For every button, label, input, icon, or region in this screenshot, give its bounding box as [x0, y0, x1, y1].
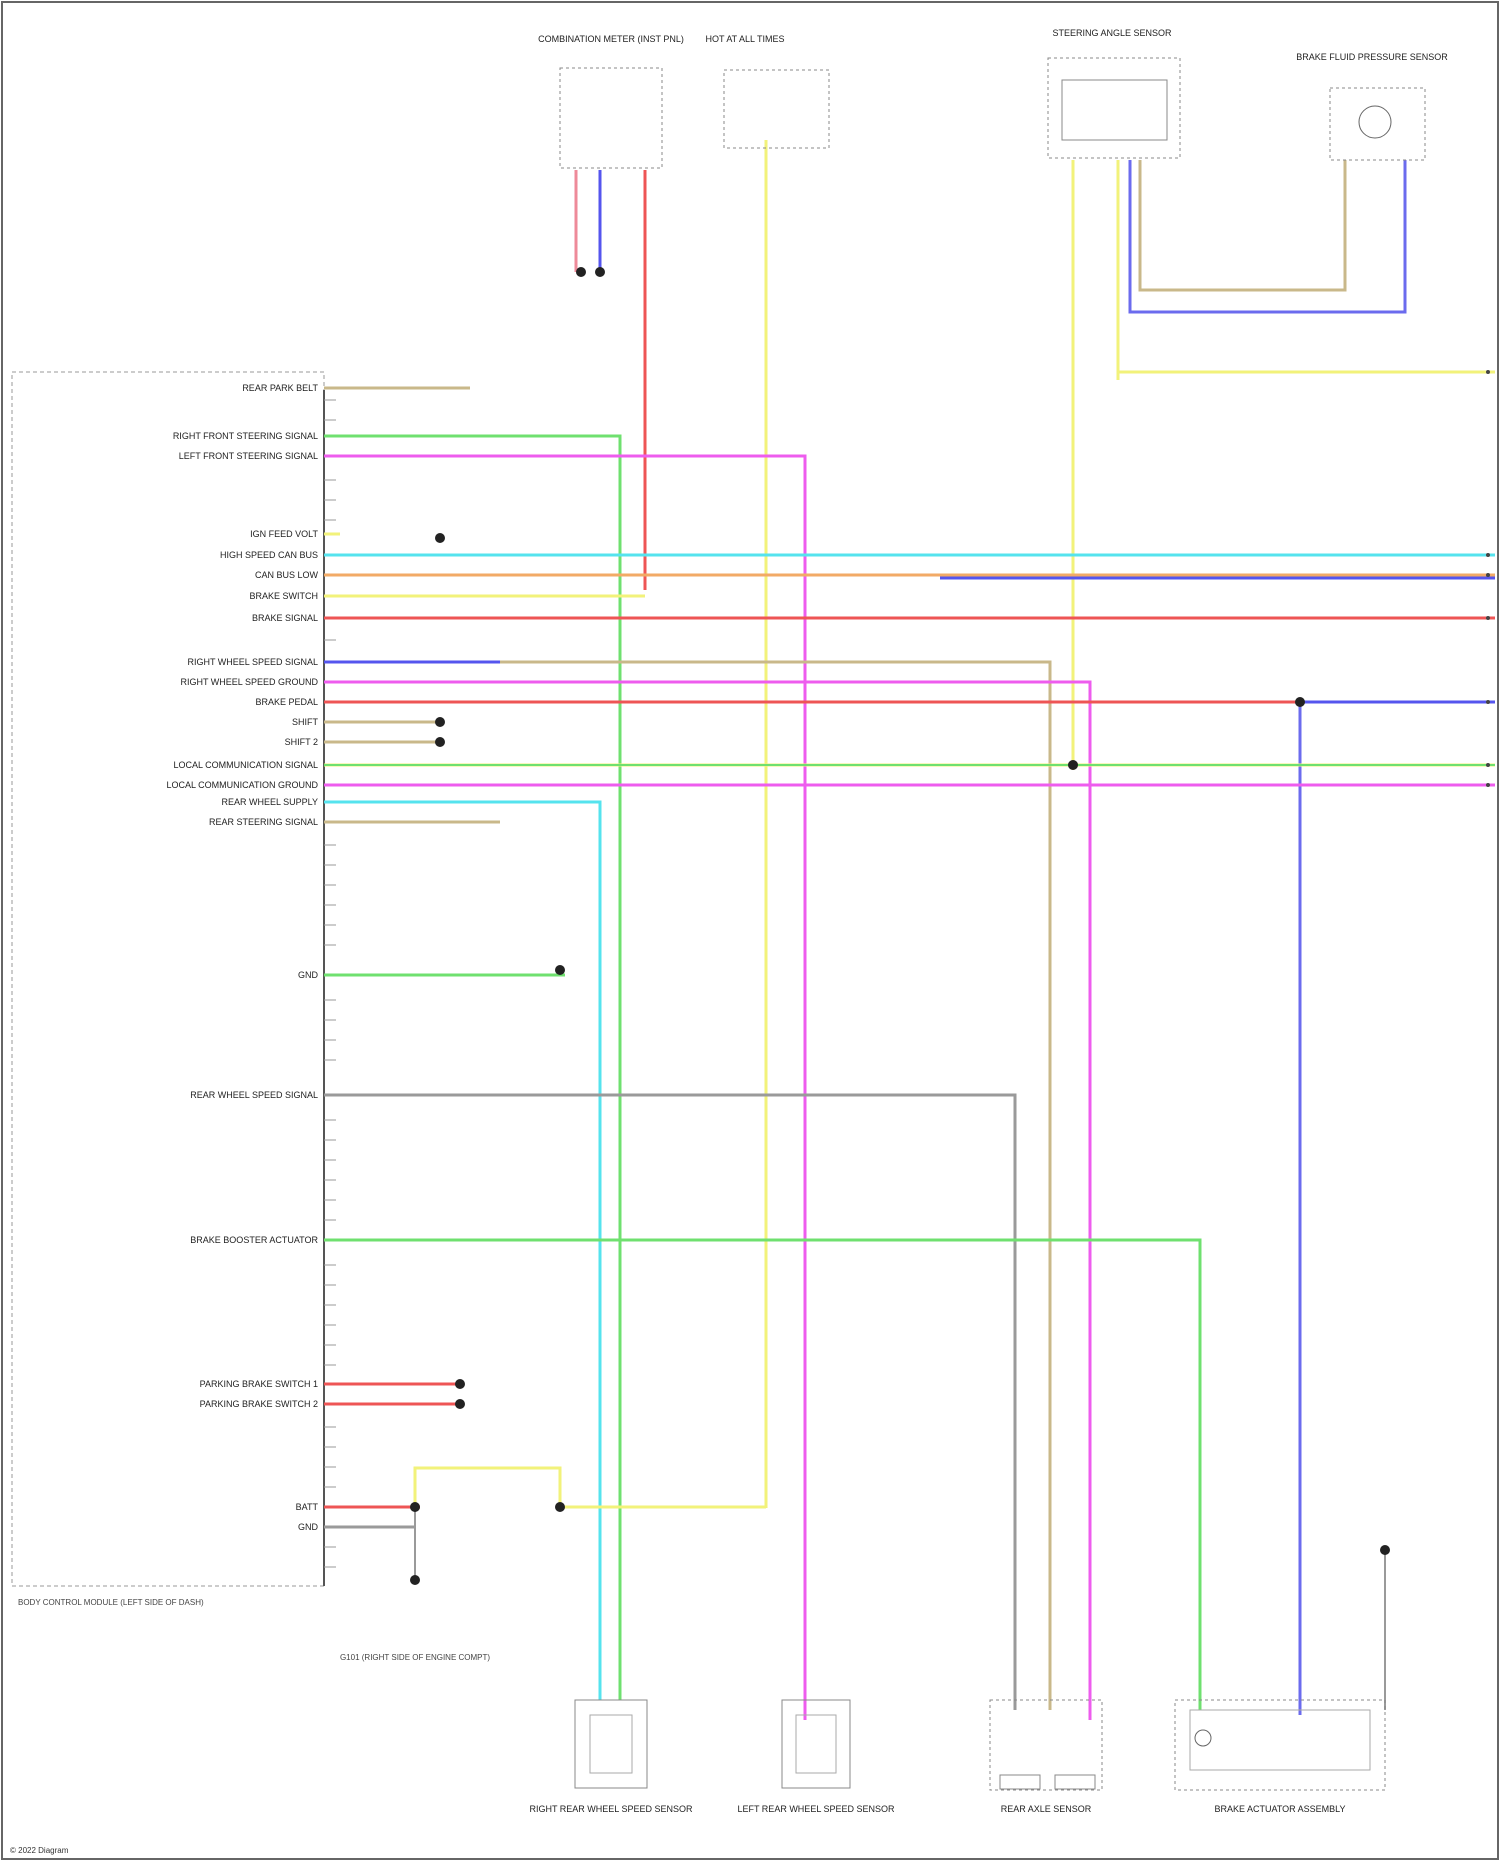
module-note: BODY CONTROL MODULE (LEFT SIDE OF DASH): [18, 1598, 204, 1607]
svg-text:BRAKE SWITCH: BRAKE SWITCH: [249, 591, 318, 601]
svg-text:SHIFT: SHIFT: [292, 717, 319, 727]
svg-text:RIGHT FRONT STEERING SIGNAL: RIGHT FRONT STEERING SIGNAL: [173, 431, 318, 441]
svg-text:BRAKE FLUID PRESSURE SENSOR: BRAKE FLUID PRESSURE SENSOR: [1296, 52, 1448, 62]
svg-text:CAN BUS LOW: CAN BUS LOW: [255, 570, 319, 580]
svg-text:PARKING BRAKE SWITCH 1: PARKING BRAKE SWITCH 1: [200, 1379, 318, 1389]
svg-text:LOCAL COMMUNICATION SIGNAL: LOCAL COMMUNICATION SIGNAL: [173, 760, 318, 770]
svg-text:BATT: BATT: [296, 1502, 319, 1512]
footer-note: © 2022 Diagram: [10, 1846, 68, 1855]
svg-text:BRAKE ACTUATOR ASSEMBLY: BRAKE ACTUATOR ASSEMBLY: [1214, 1804, 1345, 1814]
svg-text:HOT AT ALL TIMES: HOT AT ALL TIMES: [705, 34, 784, 44]
svg-text:BRAKE BOOSTER ACTUATOR: BRAKE BOOSTER ACTUATOR: [190, 1235, 318, 1245]
svg-text:REAR WHEEL SPEED SIGNAL: REAR WHEEL SPEED SIGNAL: [190, 1090, 318, 1100]
svg-text:REAR AXLE SENSOR: REAR AXLE SENSOR: [1001, 1804, 1092, 1814]
svg-text:LEFT REAR WHEEL SPEED SENSOR: LEFT REAR WHEEL SPEED SENSOR: [737, 1804, 895, 1814]
svg-text:SHIFT 2: SHIFT 2: [285, 737, 318, 747]
svg-text:GND: GND: [298, 970, 319, 980]
svg-text:BRAKE PEDAL: BRAKE PEDAL: [255, 697, 318, 707]
svg-text:RIGHT WHEEL SPEED GROUND: RIGHT WHEEL SPEED GROUND: [180, 677, 318, 687]
svg-text:LOCAL COMMUNICATION GROUND: LOCAL COMMUNICATION GROUND: [166, 780, 318, 790]
svg-text:RIGHT WHEEL SPEED SIGNAL: RIGHT WHEEL SPEED SIGNAL: [187, 657, 318, 667]
svg-text:LEFT FRONT STEERING SIGNAL: LEFT FRONT STEERING SIGNAL: [179, 451, 318, 461]
svg-text:PARKING BRAKE SWITCH 2: PARKING BRAKE SWITCH 2: [200, 1399, 318, 1409]
svg-text:GND: GND: [298, 1522, 319, 1532]
svg-text:REAR PARK BELT: REAR PARK BELT: [242, 383, 318, 393]
svg-text:REAR STEERING SIGNAL: REAR STEERING SIGNAL: [209, 817, 318, 827]
ground-note: G101 (RIGHT SIDE OF ENGINE COMPT): [340, 1653, 490, 1662]
svg-text:RIGHT REAR WHEEL SPEED SENSOR: RIGHT REAR WHEEL SPEED SENSOR: [529, 1804, 693, 1814]
svg-text:BRAKE SIGNAL: BRAKE SIGNAL: [252, 613, 318, 623]
svg-text:IGN FEED VOLT: IGN FEED VOLT: [250, 529, 318, 539]
svg-text:STEERING ANGLE SENSOR: STEERING ANGLE SENSOR: [1052, 28, 1172, 38]
svg-text:HIGH SPEED CAN BUS: HIGH SPEED CAN BUS: [220, 550, 318, 560]
svg-text:REAR WHEEL SUPPLY: REAR WHEEL SUPPLY: [221, 797, 318, 807]
svg-text:COMBINATION METER (INST PNL): COMBINATION METER (INST PNL): [538, 34, 684, 44]
